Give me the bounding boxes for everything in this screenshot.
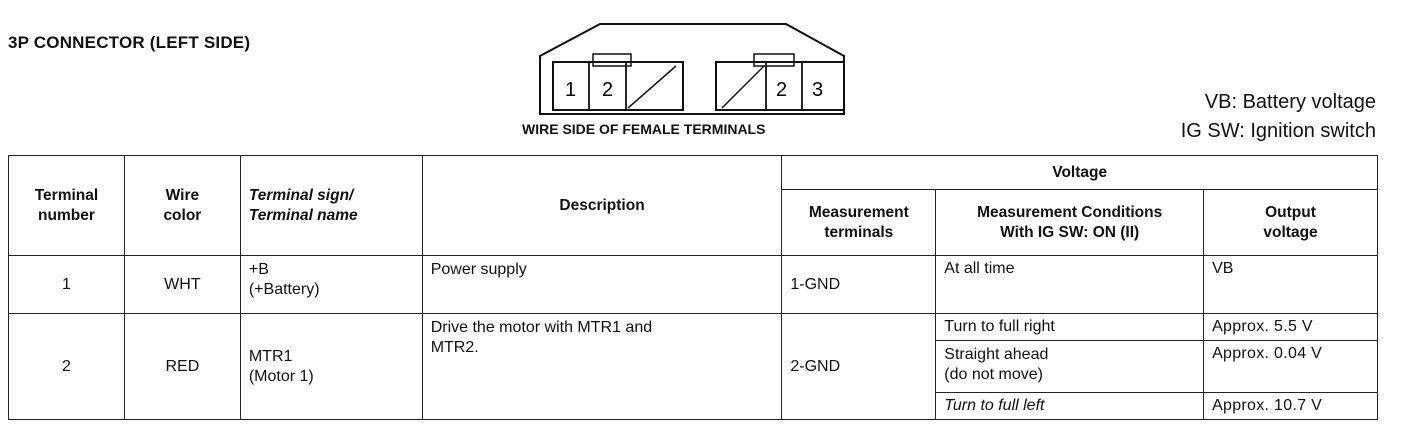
cell-wire-color: WHT bbox=[123, 255, 241, 314]
connector-pin-left-2: 2 bbox=[602, 79, 613, 101]
cell-measurement-terminals: 2-GND bbox=[781, 313, 937, 420]
connector-left-empty-slot bbox=[627, 65, 677, 109]
cell-measurement-terminals: 1-GND bbox=[781, 255, 937, 314]
connector-right-lock bbox=[753, 53, 795, 67]
connector-pin-left-1: 1 bbox=[565, 79, 576, 101]
connector-housing-outline bbox=[539, 23, 845, 115]
cell-output-voltage: Approx. 10.7 V bbox=[1203, 392, 1378, 420]
cell-condition: Straight ahead(do not move) bbox=[935, 340, 1205, 393]
connector-right-block bbox=[715, 61, 845, 111]
table-subrow: Turn to full left Approx. 10.7 V bbox=[9, 392, 1378, 420]
header-voltage: Voltage bbox=[781, 155, 1378, 190]
section-title: 3P CONNECTOR (LEFT SIDE) bbox=[8, 33, 251, 52]
legend-igsw: IG SW: Ignition switch bbox=[1180, 120, 1376, 142]
header-terminal-sign: Terminal sign/Terminal name bbox=[239, 155, 423, 256]
connector-pin-right-2: 2 bbox=[776, 79, 787, 101]
cell-condition: Turn to full left bbox=[935, 392, 1205, 420]
cell-condition: Turn to full right bbox=[935, 313, 1205, 341]
legend-vb: VB: Battery voltage bbox=[1204, 91, 1376, 113]
connector-left-lock bbox=[592, 53, 632, 67]
connector-diagram: 1 2 2 3 bbox=[539, 23, 845, 115]
table-subrow: Straight ahead(do not move) Approx. 0.04… bbox=[9, 340, 1378, 393]
cell-terminal-number: 1 bbox=[8, 255, 125, 314]
cell-description: Power supply bbox=[421, 255, 783, 314]
table-row: 1 WHT +B(+Battery) Power supply 1-GND At… bbox=[8, 255, 1378, 314]
cell-terminal-number: 2 bbox=[8, 313, 125, 420]
cell-condition: At all time bbox=[935, 255, 1205, 314]
cell-terminal-sign: MTR1(Motor 1) bbox=[239, 313, 423, 420]
connector-right-empty-slot bbox=[721, 65, 765, 109]
cell-output-voltage: VB bbox=[1203, 255, 1378, 314]
table-row: 2 RED MTR1(Motor 1) Drive the motor with… bbox=[8, 313, 1378, 420]
connector-left-block bbox=[552, 61, 684, 111]
connector-pin-right-3: 3 bbox=[812, 79, 823, 101]
connector-caption: WIRE SIDE OF FEMALE TERMINALS bbox=[522, 121, 766, 137]
cell-wire-color: RED bbox=[123, 313, 241, 420]
cell-output-voltage: Approx. 0.04 V bbox=[1203, 340, 1378, 393]
cell-terminal-sign: +B(+Battery) bbox=[239, 255, 423, 314]
cell-output-voltage: Approx. 5.5 V bbox=[1203, 313, 1378, 341]
header-description: Description bbox=[421, 155, 783, 256]
